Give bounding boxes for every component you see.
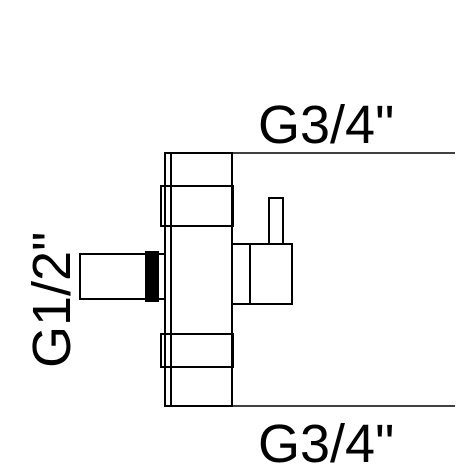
bottom-thread-label: G3/4" — [258, 414, 394, 470]
top-thread-label: G3/4" — [258, 95, 394, 155]
valve-body — [160, 152, 234, 407]
valve-handle — [231, 197, 293, 305]
side-thread-label: G1/2" — [22, 232, 82, 368]
side-inlet-connector — [79, 251, 165, 302]
